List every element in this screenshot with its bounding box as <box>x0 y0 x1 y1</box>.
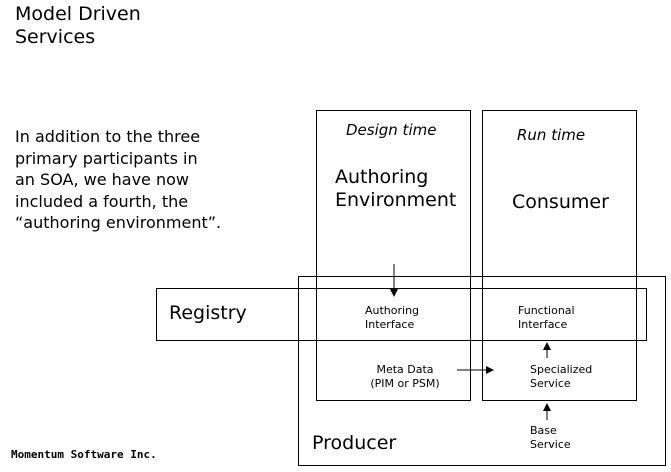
functional-interface-label: Functional Interface <box>518 304 575 332</box>
authoring-interface-line-2: Interface <box>365 318 415 331</box>
authoring-environment-line-1: Authoring <box>335 166 429 188</box>
registry-label: Registry <box>169 302 247 324</box>
consumer-box <box>482 110 637 401</box>
intro-line-4: included a fourth, the <box>15 191 189 211</box>
producer-label: Producer <box>312 432 397 454</box>
design-time-label: Design time <box>346 121 437 139</box>
functional-interface-line-1: Functional <box>518 304 575 317</box>
base-service-label: Base Service <box>530 424 571 452</box>
authoring-environment-line-2: Environment <box>335 189 457 211</box>
intro-line-3: an SOA, we have now <box>15 170 189 189</box>
specialized-service-line-1: Specialized <box>530 363 593 376</box>
authoring-interface-label: Authoring Interface <box>365 304 419 332</box>
base-service-line-1: Base <box>530 424 557 437</box>
intro-line-1: In addition to the three <box>15 127 201 146</box>
meta-data-line-1: Meta Data <box>376 363 434 376</box>
footer-company: Momentum Software Inc. <box>11 448 157 461</box>
title-line-1: Model Driven <box>15 3 141 25</box>
authoring-environment-box <box>316 110 471 401</box>
registry-box <box>156 288 647 341</box>
run-time-label: Run time <box>517 126 586 144</box>
meta-data-line-2: (PIM or PSM) <box>370 377 440 390</box>
title-line-2: Services <box>15 26 96 48</box>
intro-text: In addition to the three primary partici… <box>15 126 275 234</box>
functional-interface-line-2: Interface <box>518 318 568 331</box>
authoring-interface-line-1: Authoring <box>365 304 420 317</box>
producer-box <box>298 276 666 466</box>
page-title: Model Driven Services <box>15 3 141 49</box>
authoring-environment-label: Authoring Environment <box>335 166 456 212</box>
base-service-line-2: Service <box>530 438 571 451</box>
meta-data-label: Meta Data (PIM or PSM) <box>360 363 450 391</box>
specialized-service-line-2: Service <box>530 377 571 390</box>
specialized-service-label: Specialized Service <box>530 363 592 391</box>
intro-line-2: primary participants in <box>15 148 198 168</box>
intro-line-5: “authoring environment”. <box>15 213 222 232</box>
consumer-label: Consumer <box>512 191 609 213</box>
